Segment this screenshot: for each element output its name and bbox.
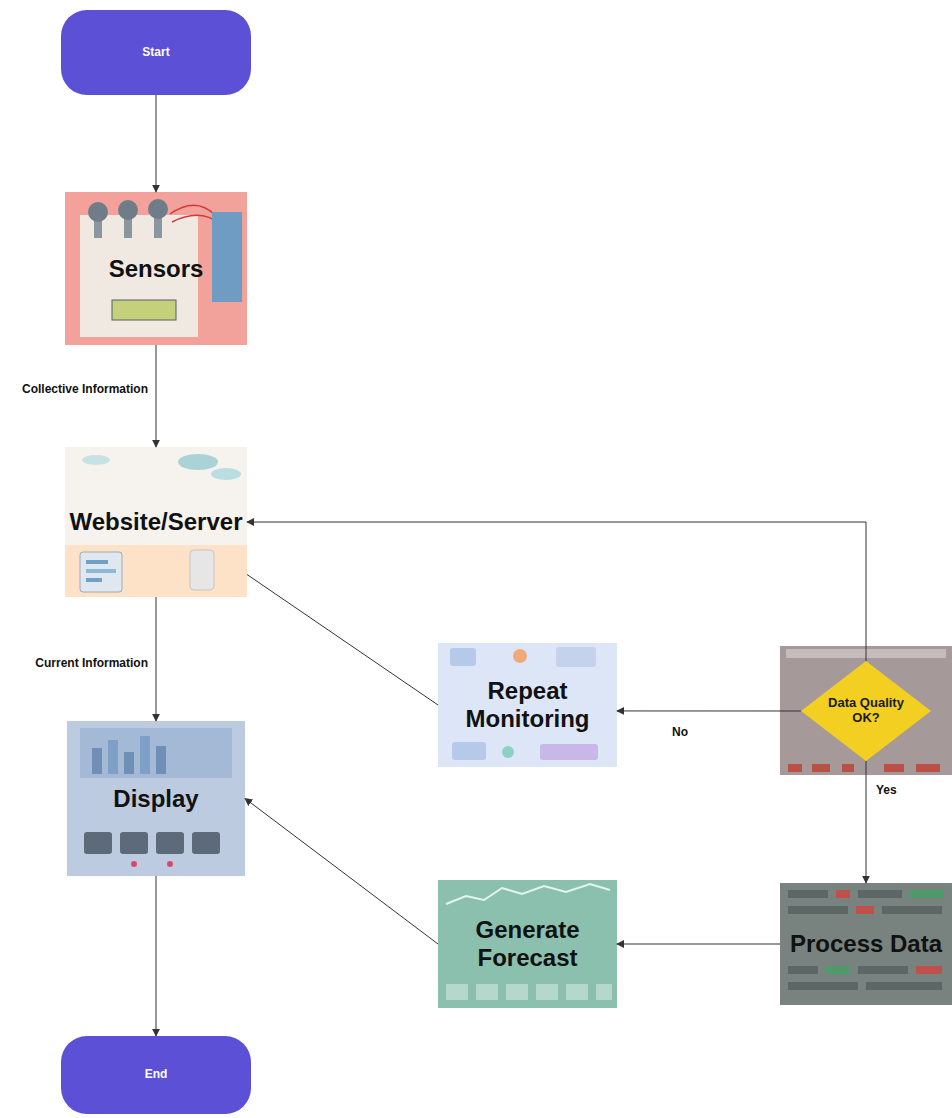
- screen: [80, 728, 232, 778]
- tablet-bar: [86, 560, 108, 564]
- process-box: Website/Server: [65, 447, 247, 597]
- process-box: Generate Forecast: [438, 880, 617, 1008]
- screen-row: [858, 966, 908, 974]
- table-cell: [446, 984, 468, 1000]
- screen-row: [788, 890, 828, 898]
- sensor-photo: [65, 192, 247, 345]
- flow-arrow: [247, 575, 438, 706]
- display-photo: [67, 721, 245, 876]
- digit-mark: [788, 764, 802, 772]
- edge-label: Current Information: [33, 655, 150, 671]
- flow-arrow: [247, 522, 866, 661]
- screen-row: [916, 966, 942, 974]
- node-text: Generate Forecast: [446, 916, 609, 971]
- screen-row: [788, 906, 848, 914]
- table-cell: [476, 984, 498, 1000]
- diamond-shape: [801, 661, 931, 761]
- process-box: Repeat Monitoring: [438, 643, 617, 767]
- table-cell: [566, 984, 588, 1000]
- cloud: [82, 455, 110, 465]
- icon: [502, 746, 514, 758]
- flow-arrow: [617, 944, 780, 945]
- sensor-head: [148, 199, 168, 219]
- screen-row: [836, 890, 850, 898]
- edge-label: Collective Information: [20, 381, 150, 397]
- digit-mark: [842, 764, 854, 772]
- screen-bar: [92, 748, 102, 774]
- device-button: [120, 832, 148, 854]
- process-box: Sensors: [65, 192, 247, 345]
- screen-row: [910, 890, 944, 898]
- screen-row: [882, 906, 942, 914]
- icon: [450, 648, 476, 666]
- edge-label: No: [670, 724, 690, 740]
- sensor-head: [88, 202, 108, 222]
- node-text: Sensors: [109, 255, 204, 283]
- flow-arrow: [617, 710, 801, 711]
- table-cell: [506, 984, 528, 1000]
- sensor-head: [118, 200, 138, 220]
- start-terminal: Start: [61, 10, 251, 95]
- controller-board: [212, 212, 242, 302]
- screen-row: [866, 982, 942, 990]
- icon: [556, 647, 596, 667]
- device-button: [84, 832, 112, 854]
- tablet-bar: [86, 569, 116, 573]
- screen-row: [788, 982, 858, 990]
- flow-arrow: [156, 876, 157, 1036]
- server-can: [190, 550, 214, 590]
- flow-arrow: [156, 95, 157, 192]
- server-photo: [65, 447, 247, 597]
- node-text: Start: [142, 46, 169, 60]
- cloud: [211, 468, 241, 480]
- edge-label: Yes: [874, 782, 899, 798]
- photo-ground: [65, 545, 247, 597]
- node-text: End: [145, 1068, 168, 1082]
- screen-row: [856, 906, 874, 914]
- tablet: [80, 552, 122, 592]
- flow-arrow: [245, 799, 438, 945]
- cloud: [178, 454, 218, 470]
- process-box: Process Data: [780, 883, 952, 1005]
- screen-bar: [108, 740, 118, 774]
- table-cell: [536, 984, 558, 1000]
- flow-arrow: [156, 597, 157, 721]
- digit-mark: [884, 764, 904, 772]
- flow-arrow: [156, 345, 157, 447]
- screen-row: [826, 966, 850, 974]
- device-button: [156, 832, 184, 854]
- screen-bar: [140, 736, 150, 774]
- screen-row: [788, 966, 818, 974]
- flow-arrow: [866, 761, 867, 883]
- process-picture: [780, 883, 952, 1005]
- quality-picture: [780, 646, 952, 775]
- table-cell: [596, 984, 612, 1000]
- tablet-bar: [86, 578, 102, 582]
- node-text: Process Data: [790, 930, 942, 958]
- icon: [513, 649, 527, 663]
- end-terminal: End: [61, 1036, 251, 1114]
- node-text: Website/Server: [70, 508, 243, 536]
- digit-mark: [812, 764, 830, 772]
- node-text: Repeat Monitoring: [446, 677, 609, 732]
- monitoring-picture: [438, 643, 617, 767]
- forecast-picture: [438, 880, 617, 1008]
- lcd-screen: [112, 300, 176, 320]
- icon: [452, 742, 486, 760]
- decision-diamond: Data Quality OK?: [801, 661, 931, 761]
- led: [131, 861, 137, 867]
- process-box: Display: [67, 721, 245, 876]
- node-text: Display: [113, 785, 198, 813]
- node-text: Data Quality OK?: [825, 696, 907, 726]
- screen-row: [858, 890, 902, 898]
- icon: [540, 744, 598, 760]
- digit-mark: [916, 764, 940, 772]
- screen-bar: [124, 752, 134, 774]
- led: [167, 861, 173, 867]
- screen-bar: [156, 746, 166, 774]
- device-button: [192, 832, 220, 854]
- chart-line: [446, 884, 610, 904]
